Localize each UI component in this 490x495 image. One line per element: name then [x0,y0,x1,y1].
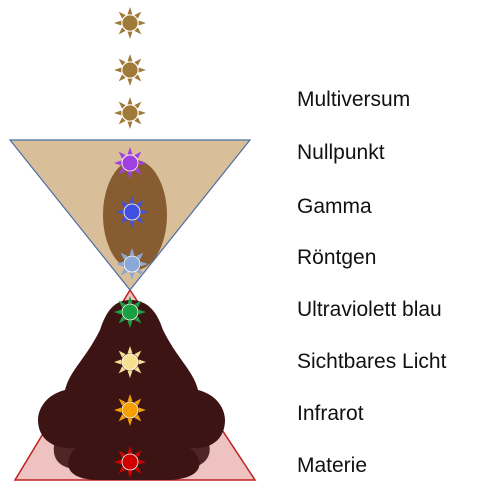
light-blue-sun-icon [116,248,148,280]
crown-sun-2-icon [114,54,146,86]
orange-sun-icon [114,394,146,426]
label-gamma: Gamma [297,196,372,217]
red-sun-icon [114,446,146,478]
label-sichtbares-licht: Sichtbares Licht [297,351,446,372]
label-infrarot: Infrarot [297,403,364,424]
yellow-sun-icon [114,346,146,378]
label-materie: Materie [297,455,367,476]
crown-sun-1-icon [114,7,146,39]
green-sun-icon [114,296,146,328]
indigo-sun-icon [116,196,148,228]
crown-sun-3-icon [114,97,146,129]
violet-sun-icon [114,147,146,179]
label-nullpunkt: Nullpunkt [297,142,385,163]
label-ultraviolett-blau: Ultraviolett blau [297,299,442,320]
label-roentgen: Röntgen [297,247,376,268]
label-multiversum: Multiversum [297,89,410,110]
